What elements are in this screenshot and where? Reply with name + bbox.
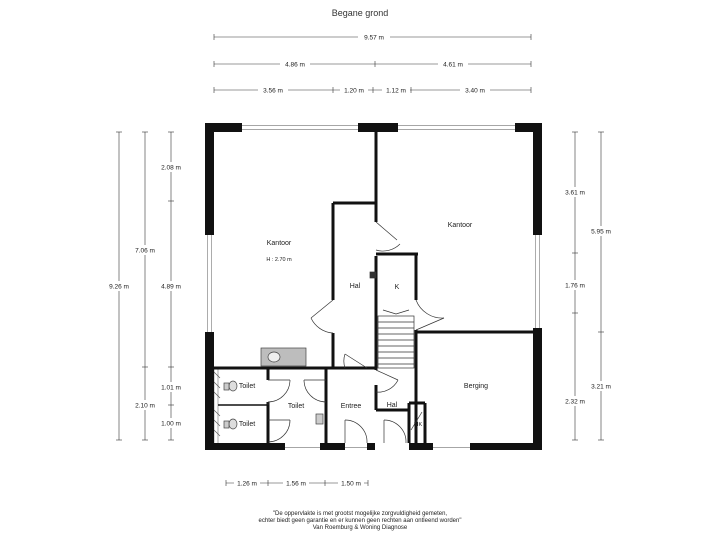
- room-hal-upper: Hal: [350, 283, 361, 290]
- disclaimer-line-1: "De oppervlakte is met grootst mogelijke…: [272, 511, 448, 517]
- room-hal-lower: Hal: [387, 402, 398, 409]
- dim-left-mid2: 2.10 m: [135, 403, 155, 410]
- doors: [267, 221, 445, 444]
- dim-left-mid: 7.06 m: [135, 248, 155, 255]
- room-toilet-2: Toilet: [288, 403, 304, 410]
- plan-title: Begane grond: [331, 8, 389, 18]
- disclaimer-line-2: echter biedt geen garantie en er kunnen …: [258, 518, 462, 524]
- dim-right-total-bottom: 3.21 m: [591, 384, 611, 391]
- dim-top-c: 1.12 m: [386, 88, 406, 95]
- dim-left-a: 2.08 m: [161, 165, 181, 172]
- room-keuken: K: [395, 284, 400, 291]
- room-kantoor-left: Kantoor: [267, 240, 292, 247]
- dim-bottom-b: 1.56 m: [286, 481, 306, 488]
- dim-left-b: 4.89 m: [161, 284, 181, 291]
- dimension-labels-right: 3.61 m 1.76 m 2.32 m 5.95 m 3.21 m: [563, 187, 613, 406]
- dim-right-a: 3.61 m: [565, 190, 585, 197]
- dimension-labels-bottom: 1.26 m 1.56 m 1.50 m: [234, 478, 364, 488]
- room-labels: Kantoor H : 2.70 m Kantoor Hal K Berging…: [239, 222, 488, 428]
- toilet-window-hatch: [213, 371, 221, 437]
- dimension-labels-left: 9.26 m 7.06 m 2.10 m 2.08 m 4.89 m 1.01 …: [107, 162, 183, 428]
- dim-bottom-c: 1.50 m: [341, 481, 361, 488]
- dimension-labels-top: 9.57 m 4.86 m 4.61 m 3.56 m 1.20 m 1.12 …: [258, 32, 490, 95]
- dim-right-b: 1.76 m: [565, 283, 585, 290]
- dim-bottom-a: 1.26 m: [237, 481, 257, 488]
- disclaimer-line-3: Van Roemburg & Woning Diagnose: [312, 525, 408, 531]
- room-toilet-1: Toilet: [239, 383, 255, 390]
- dim-right-c: 2.32 m: [565, 399, 585, 406]
- dim-left-total: 9.26 m: [109, 284, 129, 291]
- windows: [207, 125, 540, 448]
- dim-top-d: 3.40 m: [465, 88, 485, 95]
- dim-top-right: 4.61 m: [443, 62, 463, 69]
- disclaimer: "De oppervlakte is met grootst mogelijke…: [0, 511, 720, 532]
- room-toilet-3: Toilet: [239, 421, 255, 428]
- exterior-walls: [205, 123, 542, 450]
- room-berging: Berging: [464, 383, 488, 390]
- staircase: [369, 271, 415, 369]
- dim-left-d: 1.00 m: [161, 421, 181, 428]
- room-height-label: H : 2.70 m: [266, 257, 292, 263]
- dim-right-total-top: 5.95 m: [591, 229, 611, 236]
- dim-top-total: 9.57 m: [364, 35, 384, 42]
- room-entree: Entree: [341, 403, 362, 410]
- dim-top-left: 4.86 m: [285, 62, 305, 69]
- dim-top-b: 1.20 m: [344, 88, 364, 95]
- room-meterkast: MK: [414, 422, 423, 428]
- interior-walls: [214, 132, 533, 443]
- room-kantoor-right: Kantoor: [448, 222, 473, 229]
- fixtures: [223, 347, 324, 430]
- dim-left-c: 1.01 m: [161, 385, 181, 392]
- dim-top-a: 3.56 m: [263, 88, 283, 95]
- dimension-lines-top: [213, 34, 532, 93]
